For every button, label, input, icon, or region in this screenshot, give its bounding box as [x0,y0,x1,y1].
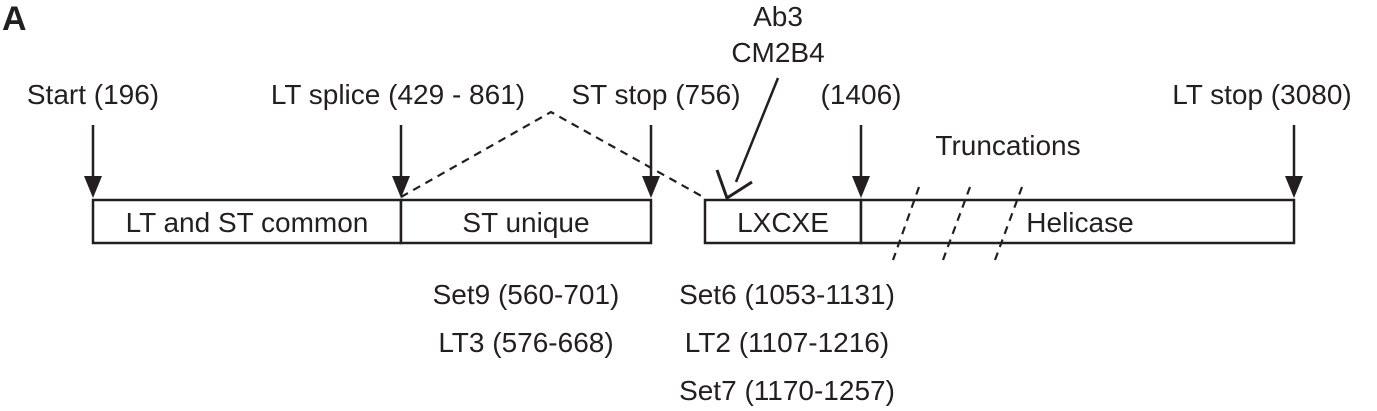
antibody-epitope-arrow [715,77,780,201]
marker-label-st-stop: ST stop (756) [571,79,740,110]
lt-stop-arrow [1285,125,1303,198]
pos-1406-arrow [852,125,870,198]
start-arrow [84,125,102,198]
segment-label-lt-st-common: LT and ST common [126,207,369,238]
splice-dashed-line [400,110,706,199]
segment-label-helicase: Helicase [1026,207,1133,238]
segment-label-lxcxe: LXCXE [737,207,829,238]
primer-set-lt2: LT2 (1107-1216) [685,327,889,358]
marker-label-lt-stop: LT stop (3080) [1172,79,1352,110]
segment-st-unique [399,198,653,245]
marker-label-lt-splice: LT splice (429 - 861) [271,79,525,110]
segment-lxcxe [703,198,863,245]
primer-set-set9: Set9 (560-701) [433,279,620,310]
primer-set-set7: Set7 (1170-1257) [679,375,895,406]
segment-helicase [859,198,1296,245]
marker-label-start: Start (196) [27,79,159,110]
primer-set-set6: Set6 (1053-1131) [679,279,895,310]
truncations-label: Truncations [935,130,1080,161]
segment-label-st-unique: ST unique [462,207,589,238]
st-stop-arrow [642,125,660,198]
panel-label: A [2,0,27,38]
antibody-label-ab3: Ab3 [753,1,803,32]
segment-lt-st-common [91,198,403,245]
lt-splice-arrow [392,125,410,198]
antibody-label-cm2b4: CM2B4 [731,37,824,68]
primer-set-lt3: LT3 (576-668) [438,327,613,358]
marker-label-1406: (1406) [821,79,902,110]
